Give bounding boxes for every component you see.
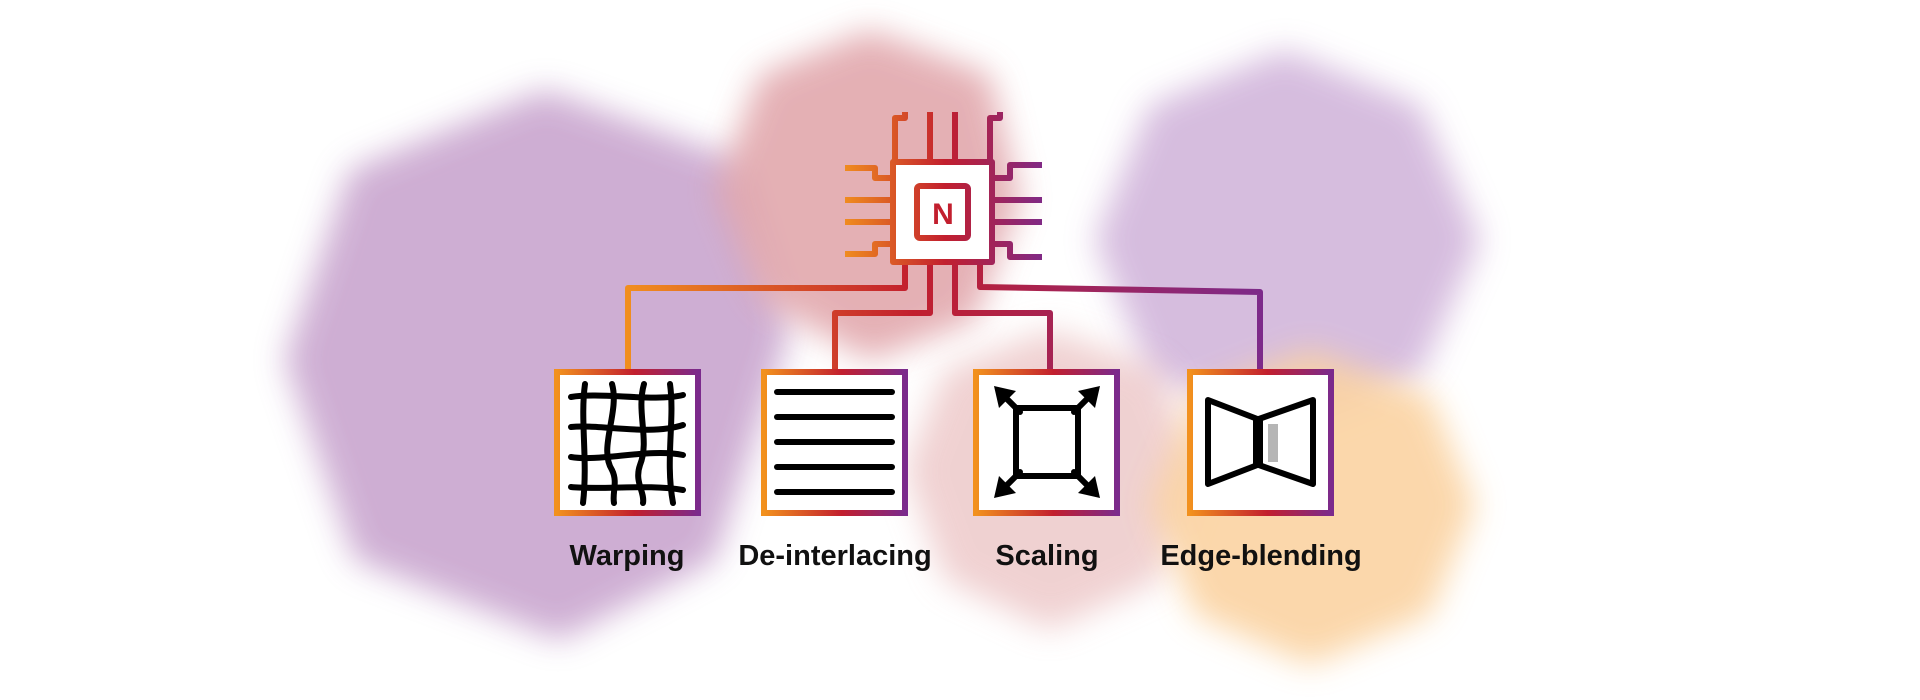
scale-arrows-icon xyxy=(994,386,1100,498)
horizontal-lines-icon xyxy=(774,389,895,495)
function-label-warping: Warping xyxy=(569,540,685,572)
chip-core xyxy=(914,183,971,241)
processor-chip-icon xyxy=(845,112,1042,265)
scaling-box xyxy=(973,369,1120,516)
edgeblending-box xyxy=(1187,369,1334,516)
warping-box xyxy=(554,369,701,516)
connector-deinterlacing xyxy=(832,265,933,372)
function-label-edgeblending: Edge-blending xyxy=(1160,540,1362,572)
deinterlacing-box xyxy=(761,369,908,516)
connector-warping xyxy=(625,265,908,372)
bg-hexagon-red-top xyxy=(715,30,1020,360)
function-label-deinterlacing: De-interlacing xyxy=(738,540,932,572)
connectors xyxy=(625,265,1263,372)
chip-pins xyxy=(845,112,1042,260)
bg-hexagon-purple-right xyxy=(1095,50,1480,430)
connector-edgeblending xyxy=(977,265,1263,372)
edge-blend-icon xyxy=(1205,397,1316,487)
function-label-scaling: Scaling xyxy=(995,540,1099,572)
connector-scaling xyxy=(952,265,1053,372)
warp-grid-icon xyxy=(568,381,686,506)
chip-label: N xyxy=(932,198,954,231)
